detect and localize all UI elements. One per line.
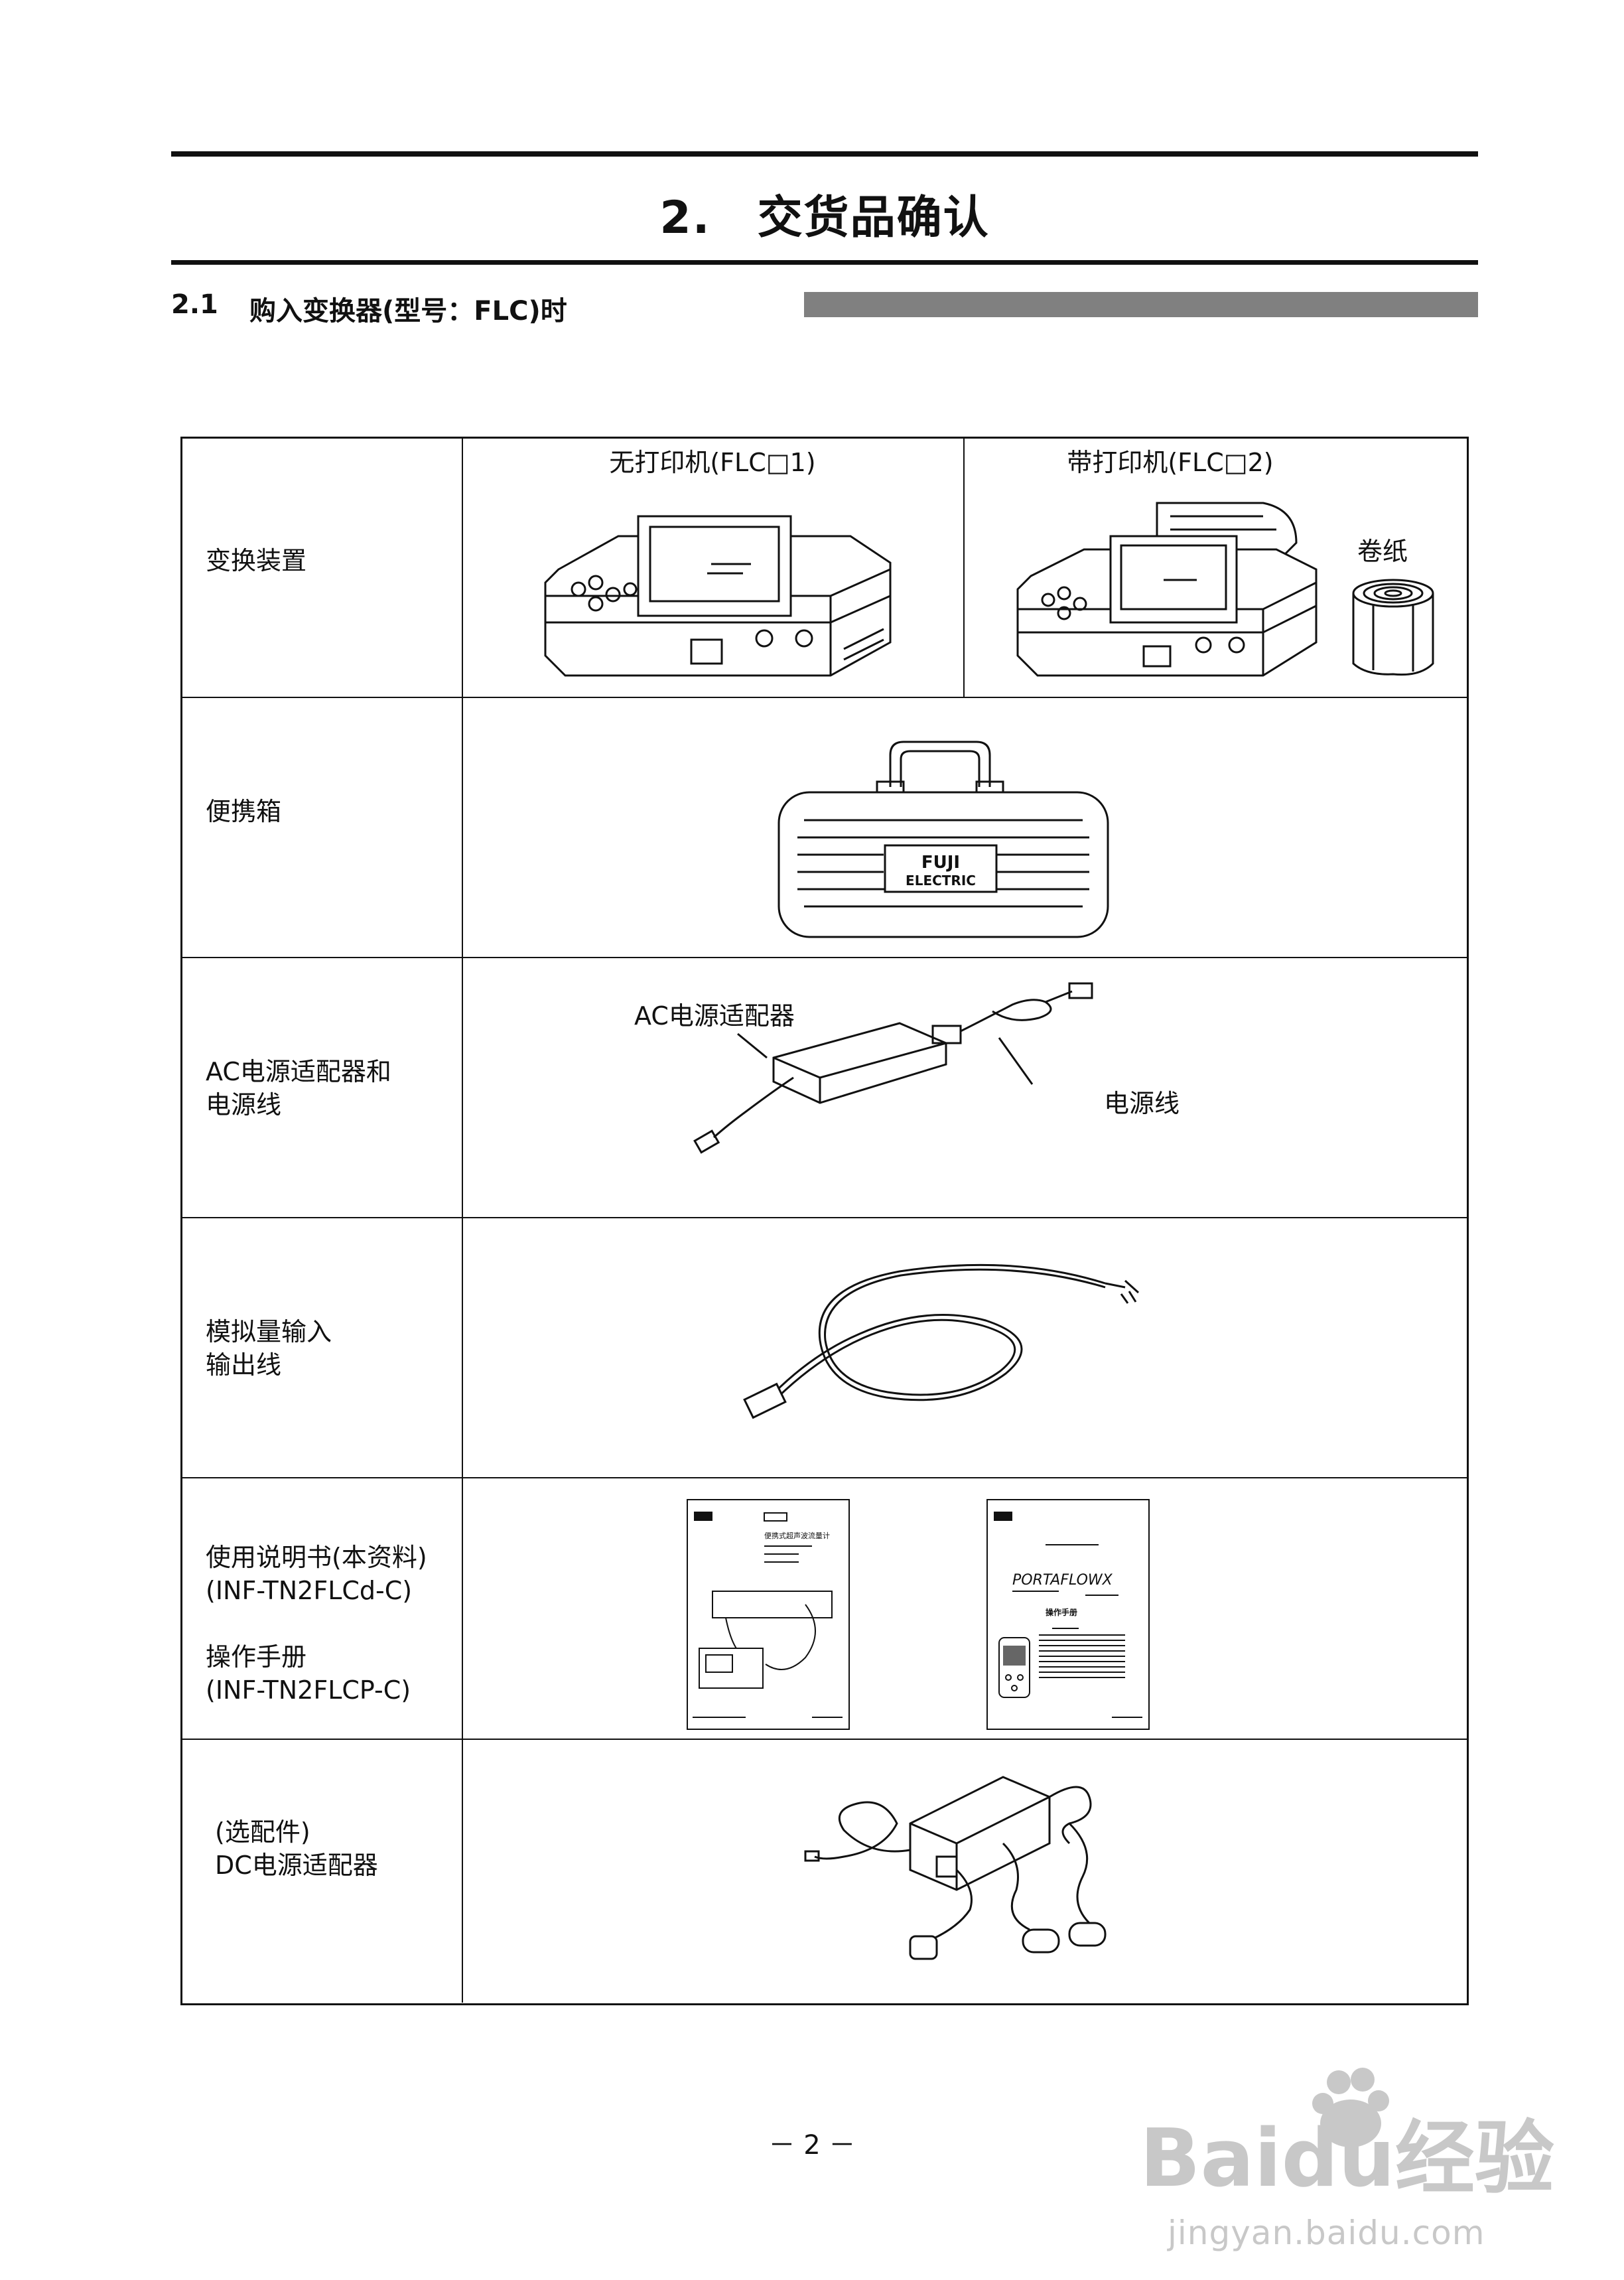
manual-subtitle: 操作手册 <box>1046 1607 1077 1617</box>
caption-with-printer: 带打印机(FLC□2) <box>1067 448 1274 477</box>
row-label-analog-cable-line1: 模拟量输入 <box>206 1317 332 1346</box>
row-label-manual-line4: 操作手册 <box>206 1642 307 1672</box>
carrying-case-illustration: FUJI ELECTRIC <box>778 741 1109 938</box>
page-number: － 2 － <box>768 2130 856 2161</box>
column-divider <box>963 437 965 697</box>
row-label-manual-line1: 使用说明书(本资料) <box>206 1543 427 1572</box>
callout-ac-adapter: AC电源适配器 <box>634 1001 795 1031</box>
watermark-text: Baidu经验 <box>1140 2113 1554 2205</box>
case-logo-fuji: FUJI <box>921 853 960 873</box>
section-number: 2.1 <box>171 289 218 320</box>
converter-with-printer-illustration <box>1016 502 1318 677</box>
paper-roll-illustration <box>1352 579 1434 676</box>
table-frame <box>180 437 1469 2005</box>
column-divider <box>462 437 463 2003</box>
caption-paper-roll: 卷纸 <box>1357 537 1408 566</box>
chapter-title: 2. 交货品确认 <box>659 192 990 244</box>
caption-no-printer: 无打印机(FLC□1) <box>609 448 816 477</box>
row-label-analog-cable-line2: 输出线 <box>206 1350 282 1380</box>
row-divider <box>180 1217 1469 1218</box>
row-label-manual-line2: (INF-TN2FLCd-C) <box>206 1576 413 1605</box>
manual-cover-title: 便携式超声波流量计 <box>764 1531 830 1540</box>
row-label-manual-line5: (INF-TN2FLCP-C) <box>206 1675 411 1705</box>
row-label-ac-adapter-line2: 电源线 <box>206 1090 282 1119</box>
converter-no-printer-illustration <box>544 515 892 677</box>
row-divider <box>180 697 1469 698</box>
row-divider <box>180 1477 1469 1478</box>
row-label-dc-adapter-line1: (选配件) <box>215 1817 310 1847</box>
analog-cable-illustration <box>743 1263 1140 1419</box>
title-underline-rule <box>171 260 1478 265</box>
section-title: 购入变换器(型号：FLC)时 <box>249 296 567 326</box>
ac-adapter-illustration <box>693 982 1093 1154</box>
section-heading-bar <box>804 292 1478 317</box>
row-label-converter: 变换装置 <box>206 546 307 575</box>
instruction-manual-illustration: 便携式超声波流量计 <box>687 1499 850 1730</box>
dc-adapter-illustration <box>804 1776 1107 1960</box>
row-label-dc-adapter-line2: DC电源适配器 <box>215 1851 378 1880</box>
row-label-carrying-case: 便携箱 <box>206 797 282 826</box>
row-divider <box>180 957 1469 958</box>
watermark-url: jingyan.baidu.com <box>1168 2214 1485 2252</box>
callout-power-cord: 电源线 <box>1104 1089 1180 1118</box>
manual-brand-title: PORTAFLOWX <box>1012 1572 1113 1589</box>
case-logo-electric: ELECTRIC <box>906 873 976 889</box>
baidu-watermark-logo: Baidu经验 <box>1140 2068 1554 2205</box>
row-label-ac-adapter-line1: AC电源适配器和 <box>206 1057 391 1086</box>
delivery-items-table: 变换装置 无打印机(FLC□1) 带打印机(FLC□2) 卷纸 便携箱 <box>180 437 1469 2005</box>
row-divider <box>180 1739 1469 1740</box>
section-heading: 2.1 购入变换器(型号：FLC)时 <box>171 289 1478 326</box>
operation-manual-illustration: PORTAFLOWX 操作手册 <box>986 1499 1150 1730</box>
top-rule <box>171 151 1478 157</box>
